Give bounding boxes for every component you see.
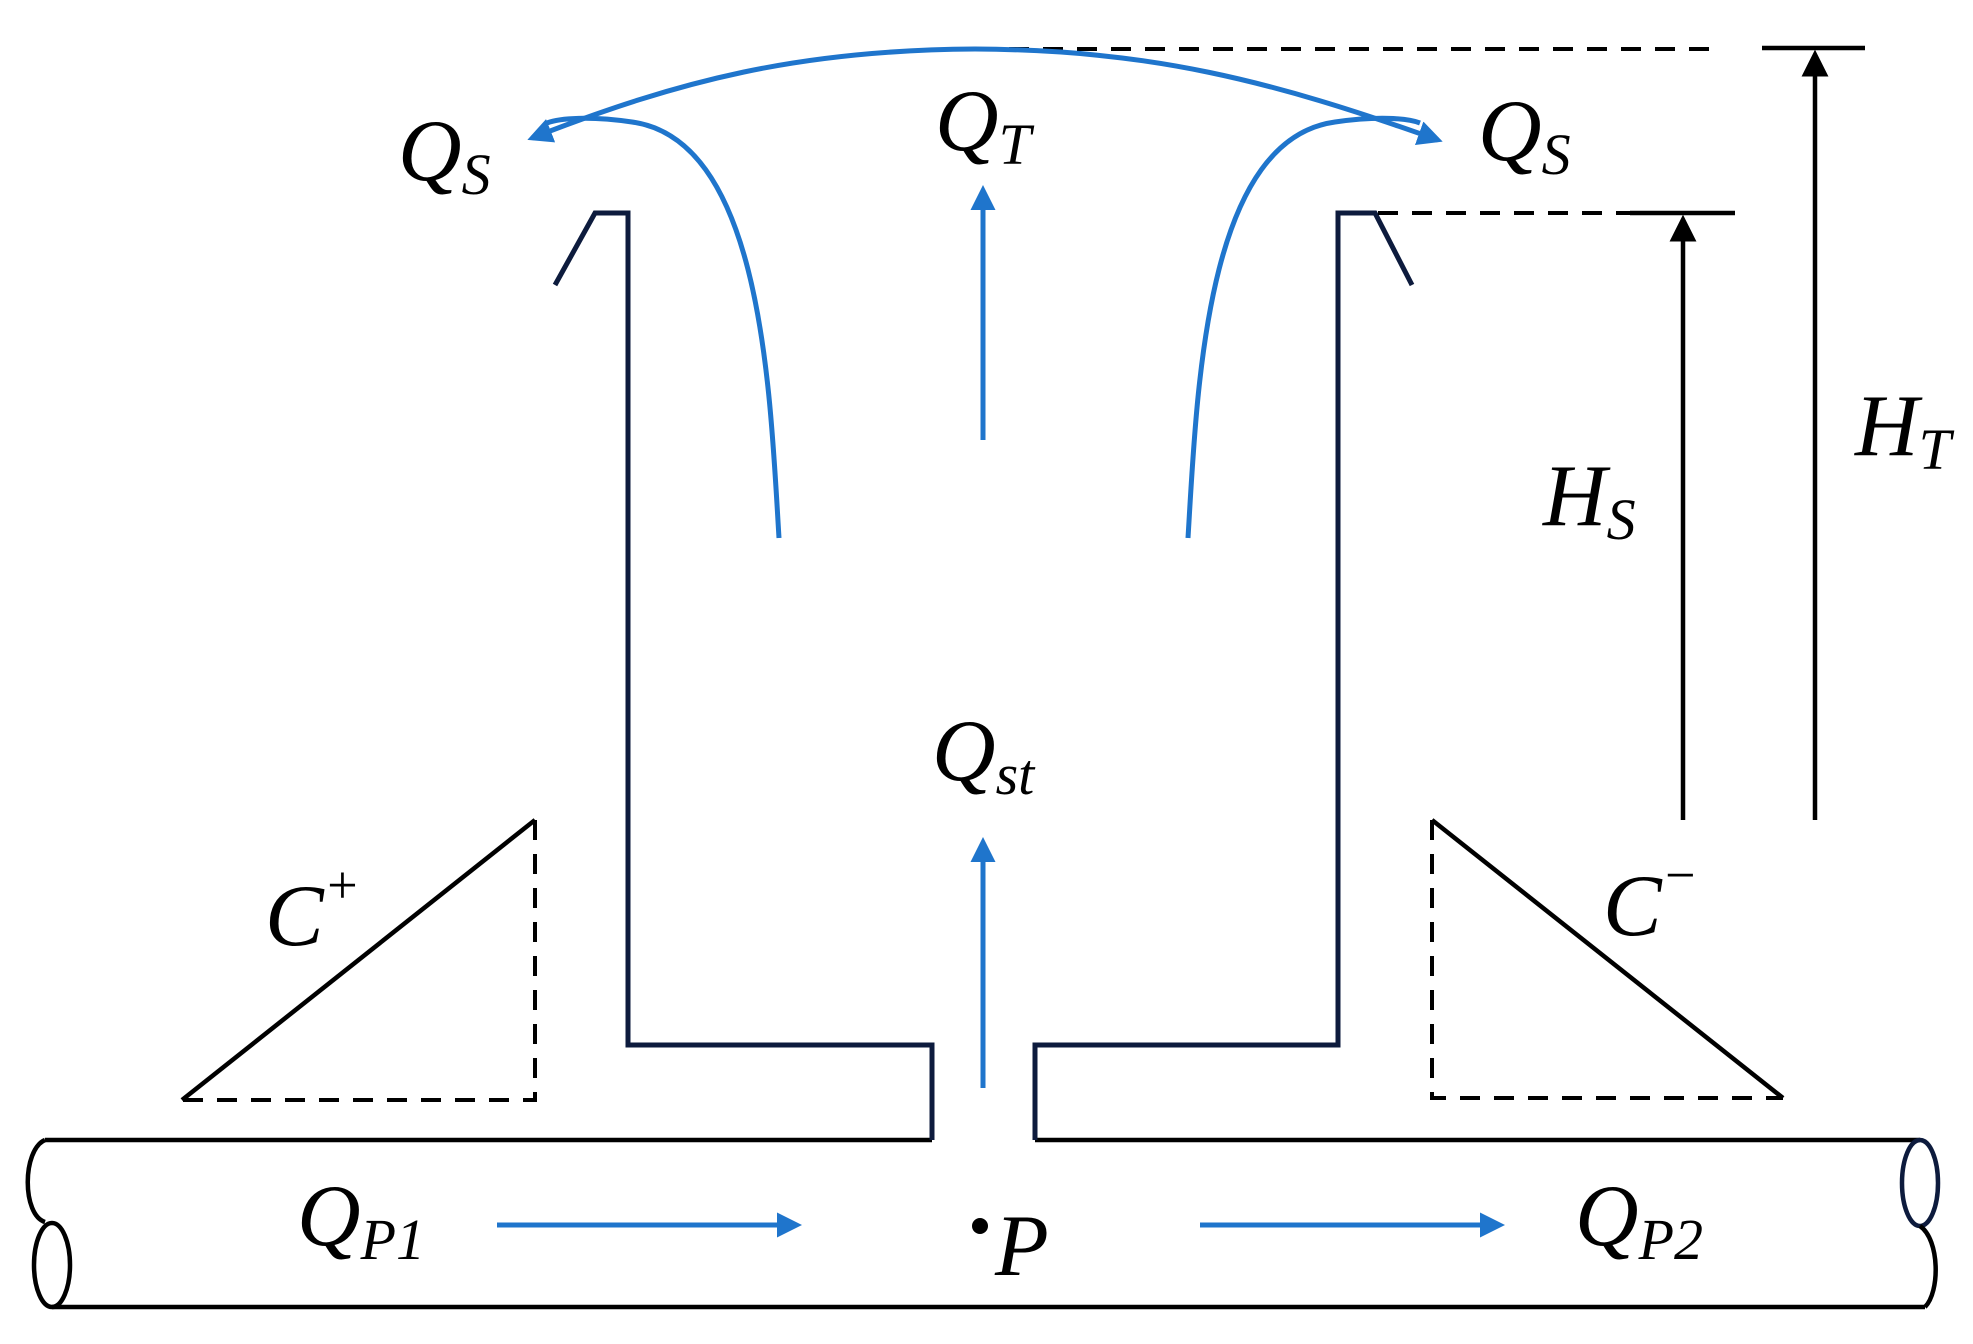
label-qs-right: QS <box>1478 83 1571 187</box>
pipe-left-end-ellipse <box>31 1220 73 1310</box>
label-qp1: QP1 <box>297 1168 425 1272</box>
tank-left-wall <box>552 210 935 1140</box>
label-c-minus: C− <box>1603 845 1698 955</box>
label-ht: HT <box>1854 378 1955 482</box>
label-qp2: QP2 <box>1575 1168 1703 1272</box>
pipe-right-end-arc <box>1918 1224 1938 1309</box>
pipe-left-end-arc <box>25 1137 47 1225</box>
label-qs-left: QS <box>398 103 491 207</box>
overflow-arc-left-arrow <box>527 46 976 143</box>
label-c-plus: C+ <box>265 855 360 965</box>
label-p: P <box>994 1198 1049 1295</box>
spill-curve-right <box>1185 115 1421 539</box>
label-qt: QT <box>935 73 1035 177</box>
main-pipe <box>25 1137 1941 1310</box>
pipe-right-end-ellipse <box>1899 1137 1941 1229</box>
spill-curve-left <box>546 115 782 539</box>
junction-point-p <box>972 1218 988 1234</box>
label-qst: Qst <box>932 703 1036 807</box>
tank-right-wall <box>1032 210 1415 1140</box>
c-plus-triangle <box>180 818 537 1102</box>
label-hs: HS <box>1542 448 1636 552</box>
c-minus-triangle <box>1430 818 1785 1100</box>
overflow-arc-right-arrow <box>974 46 1443 146</box>
